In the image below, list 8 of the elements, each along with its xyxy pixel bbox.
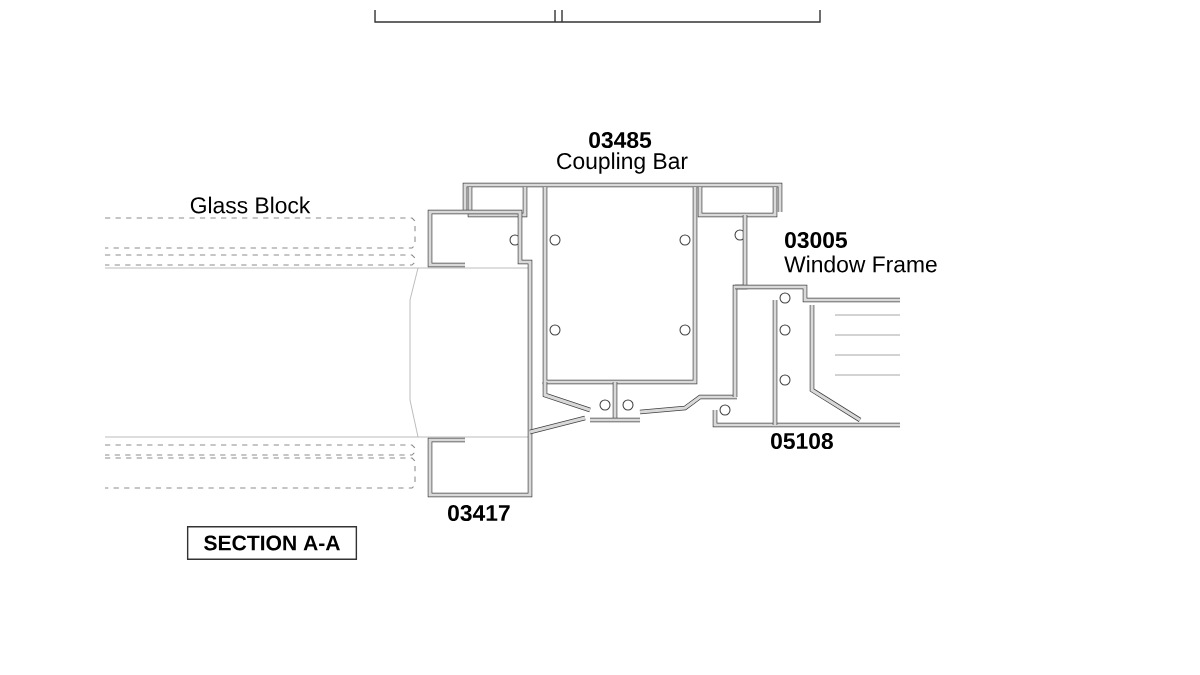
part-name: Coupling Bar xyxy=(557,152,688,174)
part-name: Glass Block xyxy=(190,196,311,214)
part-name: Window Frame xyxy=(784,255,937,273)
part-number: 03485 xyxy=(589,131,652,149)
part-number: 03417 xyxy=(448,504,510,522)
section-label-box: SECTION A-A xyxy=(186,526,358,560)
part-number: 03005 xyxy=(785,231,847,249)
part-number: 05108 xyxy=(771,432,833,450)
